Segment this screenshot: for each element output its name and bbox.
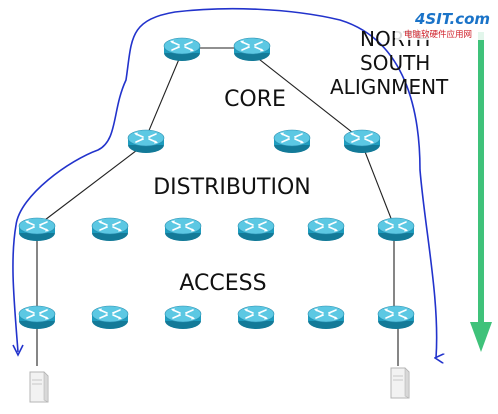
- access-upper-layer: [18, 217, 415, 242]
- watermark-brand: 4SIT.com: [414, 10, 490, 28]
- router-icon: [164, 305, 202, 330]
- core-label: CORE: [224, 87, 286, 112]
- router-icon: [237, 217, 275, 242]
- link-core-right-to-dist-right: [249, 51, 363, 141]
- network-links: [36, 47, 399, 366]
- distribution-label: DISTRIBUTION: [153, 175, 311, 200]
- traffic-flow-path: [12, 7, 437, 358]
- watermark-tagline: 电脑软硬件应用网: [404, 29, 472, 40]
- router-icon: [237, 305, 275, 330]
- north-south-arrow: [470, 32, 492, 352]
- core-layer: [163, 37, 271, 62]
- router-icon: [91, 305, 129, 330]
- access-label: ACCESS: [179, 271, 266, 296]
- router-icon: [163, 37, 201, 62]
- traffic-flow-start-arrow: [12, 344, 24, 357]
- link-dist-right-to-access-right: [361, 143, 395, 227]
- server-host-icon: [29, 371, 49, 403]
- distribution-layer: [127, 129, 381, 154]
- router-icon: [377, 305, 415, 330]
- link-dist-left-to-access-left: [36, 143, 146, 227]
- alignment-label: ALIGNMENT: [330, 75, 449, 99]
- router-icon: [343, 129, 381, 154]
- router-icon: [18, 305, 56, 330]
- router-icon: [233, 37, 271, 62]
- router-icon: [18, 217, 56, 242]
- link-core-left-to-dist-left: [144, 51, 183, 141]
- access-lower-layer: [18, 305, 415, 330]
- router-icon: [127, 129, 165, 154]
- router-icon: [307, 305, 345, 330]
- router-icon: [91, 217, 129, 242]
- router-icon: [307, 217, 345, 242]
- router-icon: [164, 217, 202, 242]
- router-icon: [377, 217, 415, 242]
- server-host-icon: [390, 367, 410, 399]
- south-label: SOUTH: [360, 51, 430, 75]
- router-icon: [273, 129, 311, 154]
- watermark-logo: 4SIT.com 电脑软硬件应用网: [395, 10, 495, 40]
